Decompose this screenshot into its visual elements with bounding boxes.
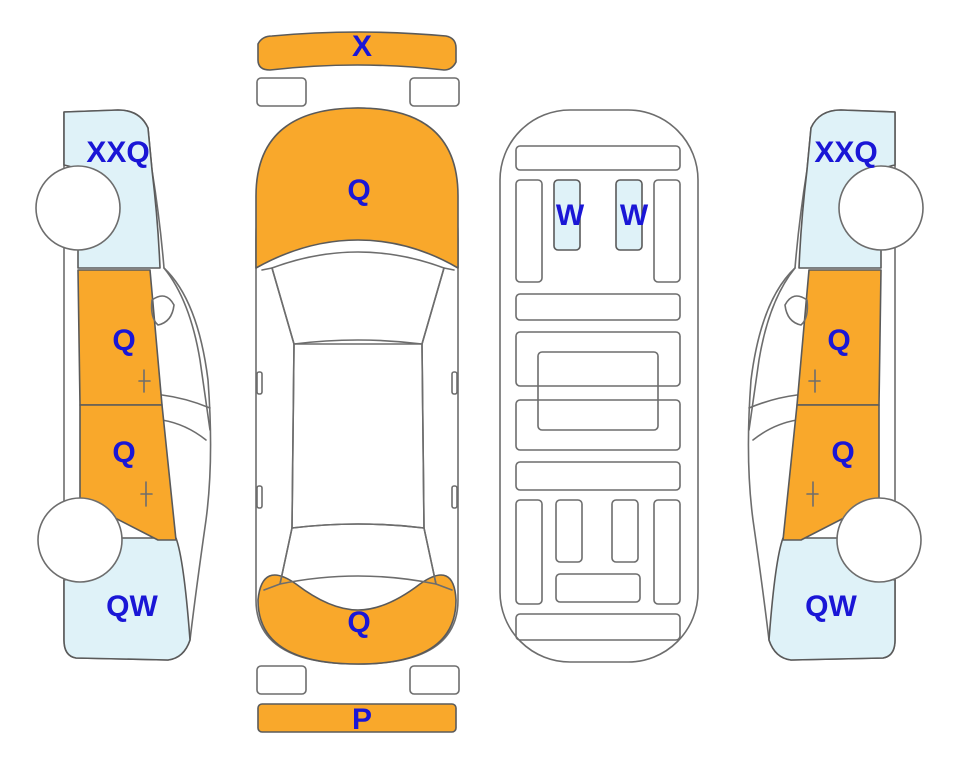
interior-left-rear-seat [555, 499, 583, 563]
left-taillight [256, 665, 307, 695]
top-view-right-a-pillar [421, 267, 455, 591]
left-side-rear-window-line [161, 419, 207, 441]
interior-right-rear-door-trim [653, 499, 681, 605]
damage-code-labels: X P Q Q W W XXQ Q Q QW XXQ Q Q QW [86, 30, 877, 736]
left-headlight [256, 77, 307, 107]
right-rear-quarter-code: QW [805, 590, 857, 623]
top-view-left-mirror [256, 371, 263, 395]
interior-right-rear-seat [611, 499, 639, 563]
right-headlight [409, 77, 460, 107]
top-view-right-mirror [451, 371, 458, 395]
hood-panel[interactable] [255, 107, 459, 269]
top-view [255, 31, 460, 733]
interior-view [499, 109, 699, 663]
right-rear-door-code: Q [831, 436, 854, 469]
right-side-view [747, 109, 924, 661]
right-front-door-code: Q [827, 324, 850, 357]
left-front-fender-code: XXQ [86, 136, 149, 169]
top-view-right-rear-mark [451, 485, 458, 509]
interior-roof-rear [515, 399, 681, 451]
left-rear-door-code: Q [112, 436, 135, 469]
right-front-wheel [838, 165, 924, 251]
left-rear-wheel [37, 497, 123, 583]
top-view-roof [291, 343, 425, 529]
left-side-windshield-line [163, 267, 211, 431]
rear-bumper-panel[interactable] [257, 703, 457, 733]
right-front-door-mirror [784, 295, 809, 326]
trunk-lid-code: Q [347, 606, 370, 639]
right-side-windshield-line [748, 267, 796, 431]
top-view-windshield [271, 251, 445, 345]
front-bumper-panel[interactable] [257, 31, 457, 71]
right-taillight [409, 665, 460, 695]
right-front-seat-panel[interactable] [615, 179, 643, 251]
interior-left-rear-door-trim [515, 499, 543, 605]
interior-body-outline [499, 109, 699, 663]
right-front-seat-code: W [620, 199, 649, 232]
interior-rear-bench [555, 573, 641, 603]
left-front-door-mirror [150, 295, 175, 326]
right-rear-wheel [836, 497, 922, 583]
trunk-lid-panel[interactable] [257, 574, 457, 665]
left-front-wheel [35, 165, 121, 251]
right-front-fender-code: XXQ [814, 136, 877, 169]
left-side-view [35, 109, 212, 661]
interior-left-front-door-trim [515, 179, 543, 283]
top-view-left-a-pillar [261, 267, 295, 591]
interior-rear-headliner [515, 461, 681, 491]
left-front-seat-panel[interactable] [553, 179, 581, 251]
right-side-rear-window-line [752, 419, 798, 441]
rear-bumper-code: P [352, 703, 372, 736]
right-side-window-line [748, 394, 798, 409]
interior-roof-front [515, 331, 681, 387]
interior-dashboard [515, 145, 681, 171]
front-bumper-code: X [352, 30, 372, 63]
left-front-door-code: Q [112, 324, 135, 357]
interior-rear-deck [515, 613, 681, 641]
left-rear-quarter-code: QW [106, 590, 158, 623]
hood-code: Q [347, 174, 370, 207]
left-front-seat-code: W [556, 199, 585, 232]
top-view-rear-window [279, 523, 437, 585]
interior-sunroof [537, 351, 659, 431]
interior-front-headliner [515, 293, 681, 321]
top-view-left-rear-mark [256, 485, 263, 509]
left-side-window-line [161, 394, 211, 409]
interior-right-front-door-trim [653, 179, 681, 283]
